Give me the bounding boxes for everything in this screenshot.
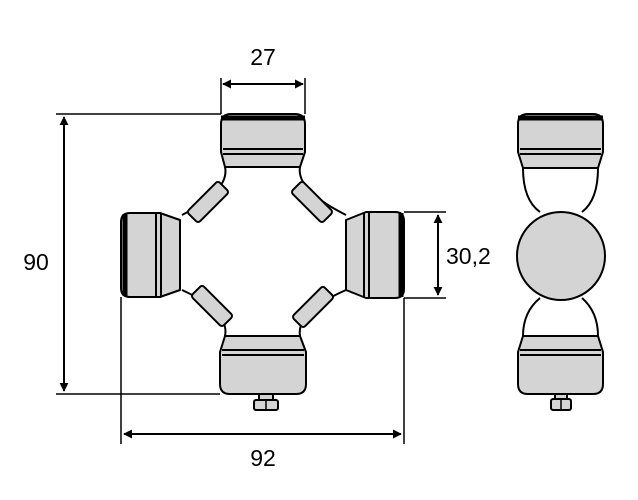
top-bearing-cap (220, 113, 306, 168)
seal-lower-left (191, 285, 233, 327)
seal-upper-left (187, 181, 229, 223)
bottom-bearing-cap (219, 335, 307, 395)
left-bearing-cap (120, 212, 181, 298)
trunnion-circle (516, 211, 606, 301)
dimension-label-overall-width: 92 (250, 445, 276, 471)
right-bearing-cap (345, 211, 405, 299)
seal-upper-right (291, 181, 333, 223)
dimension-label-cap-diameter: 30,2 (446, 243, 491, 269)
dimension-label-overall-height: 90 (23, 249, 49, 275)
dimension-label-cap-width: 27 (250, 44, 276, 70)
front-view (120, 113, 405, 411)
side-view (516, 113, 606, 411)
dimension-lines (56, 78, 446, 444)
seal-lower-right (292, 286, 334, 328)
grease-nipple (253, 393, 279, 411)
